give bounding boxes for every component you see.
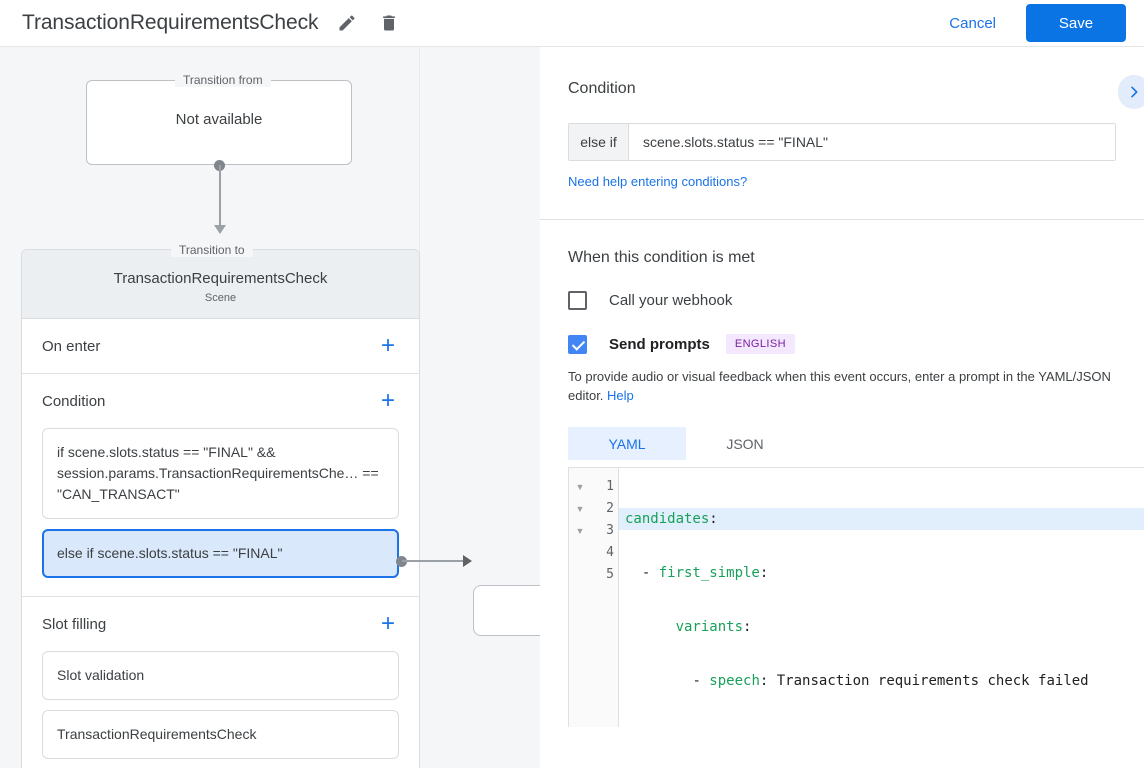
code-dash: - xyxy=(692,673,710,689)
scene-card: TransactionRequirementsCheck Scene On en… xyxy=(21,249,420,768)
scene-title: TransactionRequirementsCheck xyxy=(113,270,328,287)
tab-json[interactable]: JSON xyxy=(726,435,764,452)
code-colon: : xyxy=(743,619,752,635)
prompts-helper-copy: To provide audio or visual feedback when… xyxy=(568,369,1111,403)
code-indent xyxy=(625,565,642,581)
condition-prefix-label: else if xyxy=(569,124,629,160)
code-colon: : xyxy=(709,511,718,527)
condition-output-arrow xyxy=(463,555,472,567)
send-prompts-label: Send prompts xyxy=(609,335,710,353)
when-condition-met-title: When this condition is met xyxy=(568,249,755,266)
prompts-help-link[interactable]: Help xyxy=(607,388,634,403)
slot-filling-item[interactable]: TransactionRequirementsCheck xyxy=(42,710,399,759)
scene-card-header: TransactionRequirementsCheck Scene xyxy=(22,250,419,319)
section-condition-header: Condition + xyxy=(42,374,399,428)
condition-list: if scene.slots.status == "FINAL" && sess… xyxy=(42,428,399,596)
prompts-helper-text: To provide audio or visual feedback when… xyxy=(568,367,1116,405)
fold-arrow-icon[interactable]: ▼ xyxy=(575,526,585,536)
yaml-editor[interactable]: ▼ ▼ ▼ 1 2 3 4 5 candidates: - first_simp… xyxy=(568,467,1144,727)
section-slot-filling-title: Slot filling xyxy=(42,615,107,633)
section-slot-filling-header: Slot filling + xyxy=(42,597,399,651)
code-line: - first_simple: xyxy=(619,562,1144,584)
code-key: first_simple xyxy=(658,565,760,581)
code-line xyxy=(619,724,1144,727)
line-number: 4 xyxy=(606,545,614,560)
add-on-enter-icon[interactable]: + xyxy=(380,332,395,359)
condition-editor-section: Condition else if Need help entering con… xyxy=(540,47,1144,219)
section-slot-filling: Slot filling + Slot validation Transacti… xyxy=(22,597,419,768)
condition-output-line xyxy=(402,560,467,562)
send-prompts-checkbox[interactable] xyxy=(568,334,587,354)
section-on-enter-title: On enter xyxy=(42,337,101,355)
code-key: candidates xyxy=(625,511,710,527)
slot-filling-list: Slot validation TransactionRequirementsC… xyxy=(42,651,399,768)
top-bar: TransactionRequirementsCheck Cancel Save xyxy=(0,0,1144,47)
code-colon: : xyxy=(759,673,769,689)
page-title: TransactionRequirementsCheck xyxy=(22,11,319,34)
webhook-checkbox[interactable] xyxy=(568,291,587,310)
pencil-icon[interactable] xyxy=(332,8,362,38)
editor-fold-gutter: ▼ ▼ ▼ xyxy=(569,468,591,727)
code-line: - speech: Transaction requirements check… xyxy=(619,670,1144,692)
editor-format-tabs: YAML JSON xyxy=(568,427,1116,460)
condition-output-dot xyxy=(396,556,407,567)
code-indent xyxy=(625,619,676,635)
details-panel: Condition else if Need help entering con… xyxy=(540,47,1144,768)
connector-arrow-down xyxy=(214,225,226,234)
section-condition-title: Condition xyxy=(42,392,106,410)
code-line: variants: xyxy=(619,616,1144,638)
code-indent xyxy=(625,673,692,689)
code-dash: - xyxy=(641,565,659,581)
condition-section-title: Condition xyxy=(568,80,636,97)
webhook-checkbox-row[interactable]: Call your webhook xyxy=(568,291,1116,310)
send-prompts-checkbox-row[interactable]: Send prompts ENGLISH xyxy=(568,334,1116,354)
editor-line-numbers: 1 2 3 4 5 xyxy=(591,468,619,727)
code-key: speech xyxy=(709,673,760,689)
fold-arrow-icon[interactable]: ▼ xyxy=(575,504,585,514)
line-number: 2 xyxy=(606,501,614,516)
editor-code-area[interactable]: candidates: - first_simple: variants: - … xyxy=(619,468,1144,727)
transition-from-legend: Transition from xyxy=(175,73,271,87)
section-on-enter-header: On enter + xyxy=(42,319,399,373)
condition-item[interactable]: if scene.slots.status == "FINAL" && sess… xyxy=(42,428,399,519)
cancel-button[interactable]: Cancel xyxy=(935,7,1010,40)
when-condition-met-section: When this condition is met Call your web… xyxy=(540,220,1144,460)
transition-from-box: Transition from Not available xyxy=(86,73,352,165)
section-on-enter: On enter + xyxy=(22,319,419,374)
transition-to-legend: Transition to xyxy=(171,243,253,257)
condition-input-row: else if xyxy=(568,123,1116,161)
condition-input[interactable] xyxy=(629,124,1115,160)
trash-icon[interactable] xyxy=(374,8,404,38)
code-line: candidates: xyxy=(619,508,1144,530)
line-number: 5 xyxy=(606,567,614,582)
top-bar-actions: Cancel Save xyxy=(935,4,1144,42)
code-key: variants xyxy=(675,619,744,635)
add-condition-icon[interactable]: + xyxy=(380,387,395,414)
tab-yaml[interactable]: YAML xyxy=(568,427,686,460)
line-number: 3 xyxy=(606,523,614,538)
code-colon: : xyxy=(759,565,769,581)
section-condition: Condition + if scene.slots.status == "FI… xyxy=(22,374,419,597)
language-badge: ENGLISH xyxy=(725,334,795,354)
transition-from-value: Not available xyxy=(175,111,263,128)
scene-subtitle: Scene xyxy=(204,292,237,304)
condition-help-link[interactable]: Need help entering conditions? xyxy=(568,174,748,189)
chevron-right-icon[interactable] xyxy=(1118,75,1144,109)
condition-item-selected[interactable]: else if scene.slots.status == "FINAL" xyxy=(42,529,399,578)
fold-arrow-icon[interactable]: ▼ xyxy=(575,482,585,492)
slot-filling-item[interactable]: Slot validation xyxy=(42,651,399,700)
add-slot-filling-icon[interactable]: + xyxy=(380,610,395,637)
webhook-label: Call your webhook xyxy=(609,292,733,309)
flow-canvas[interactable]: Transition from Not available Transactio… xyxy=(0,47,540,768)
connector-line xyxy=(219,165,221,227)
target-transition-card[interactable] xyxy=(473,585,540,636)
code-value: Transaction requirements check failed xyxy=(768,673,1089,689)
panel-divider xyxy=(540,219,1144,220)
save-button[interactable]: Save xyxy=(1026,4,1126,42)
line-number: 1 xyxy=(606,479,614,494)
